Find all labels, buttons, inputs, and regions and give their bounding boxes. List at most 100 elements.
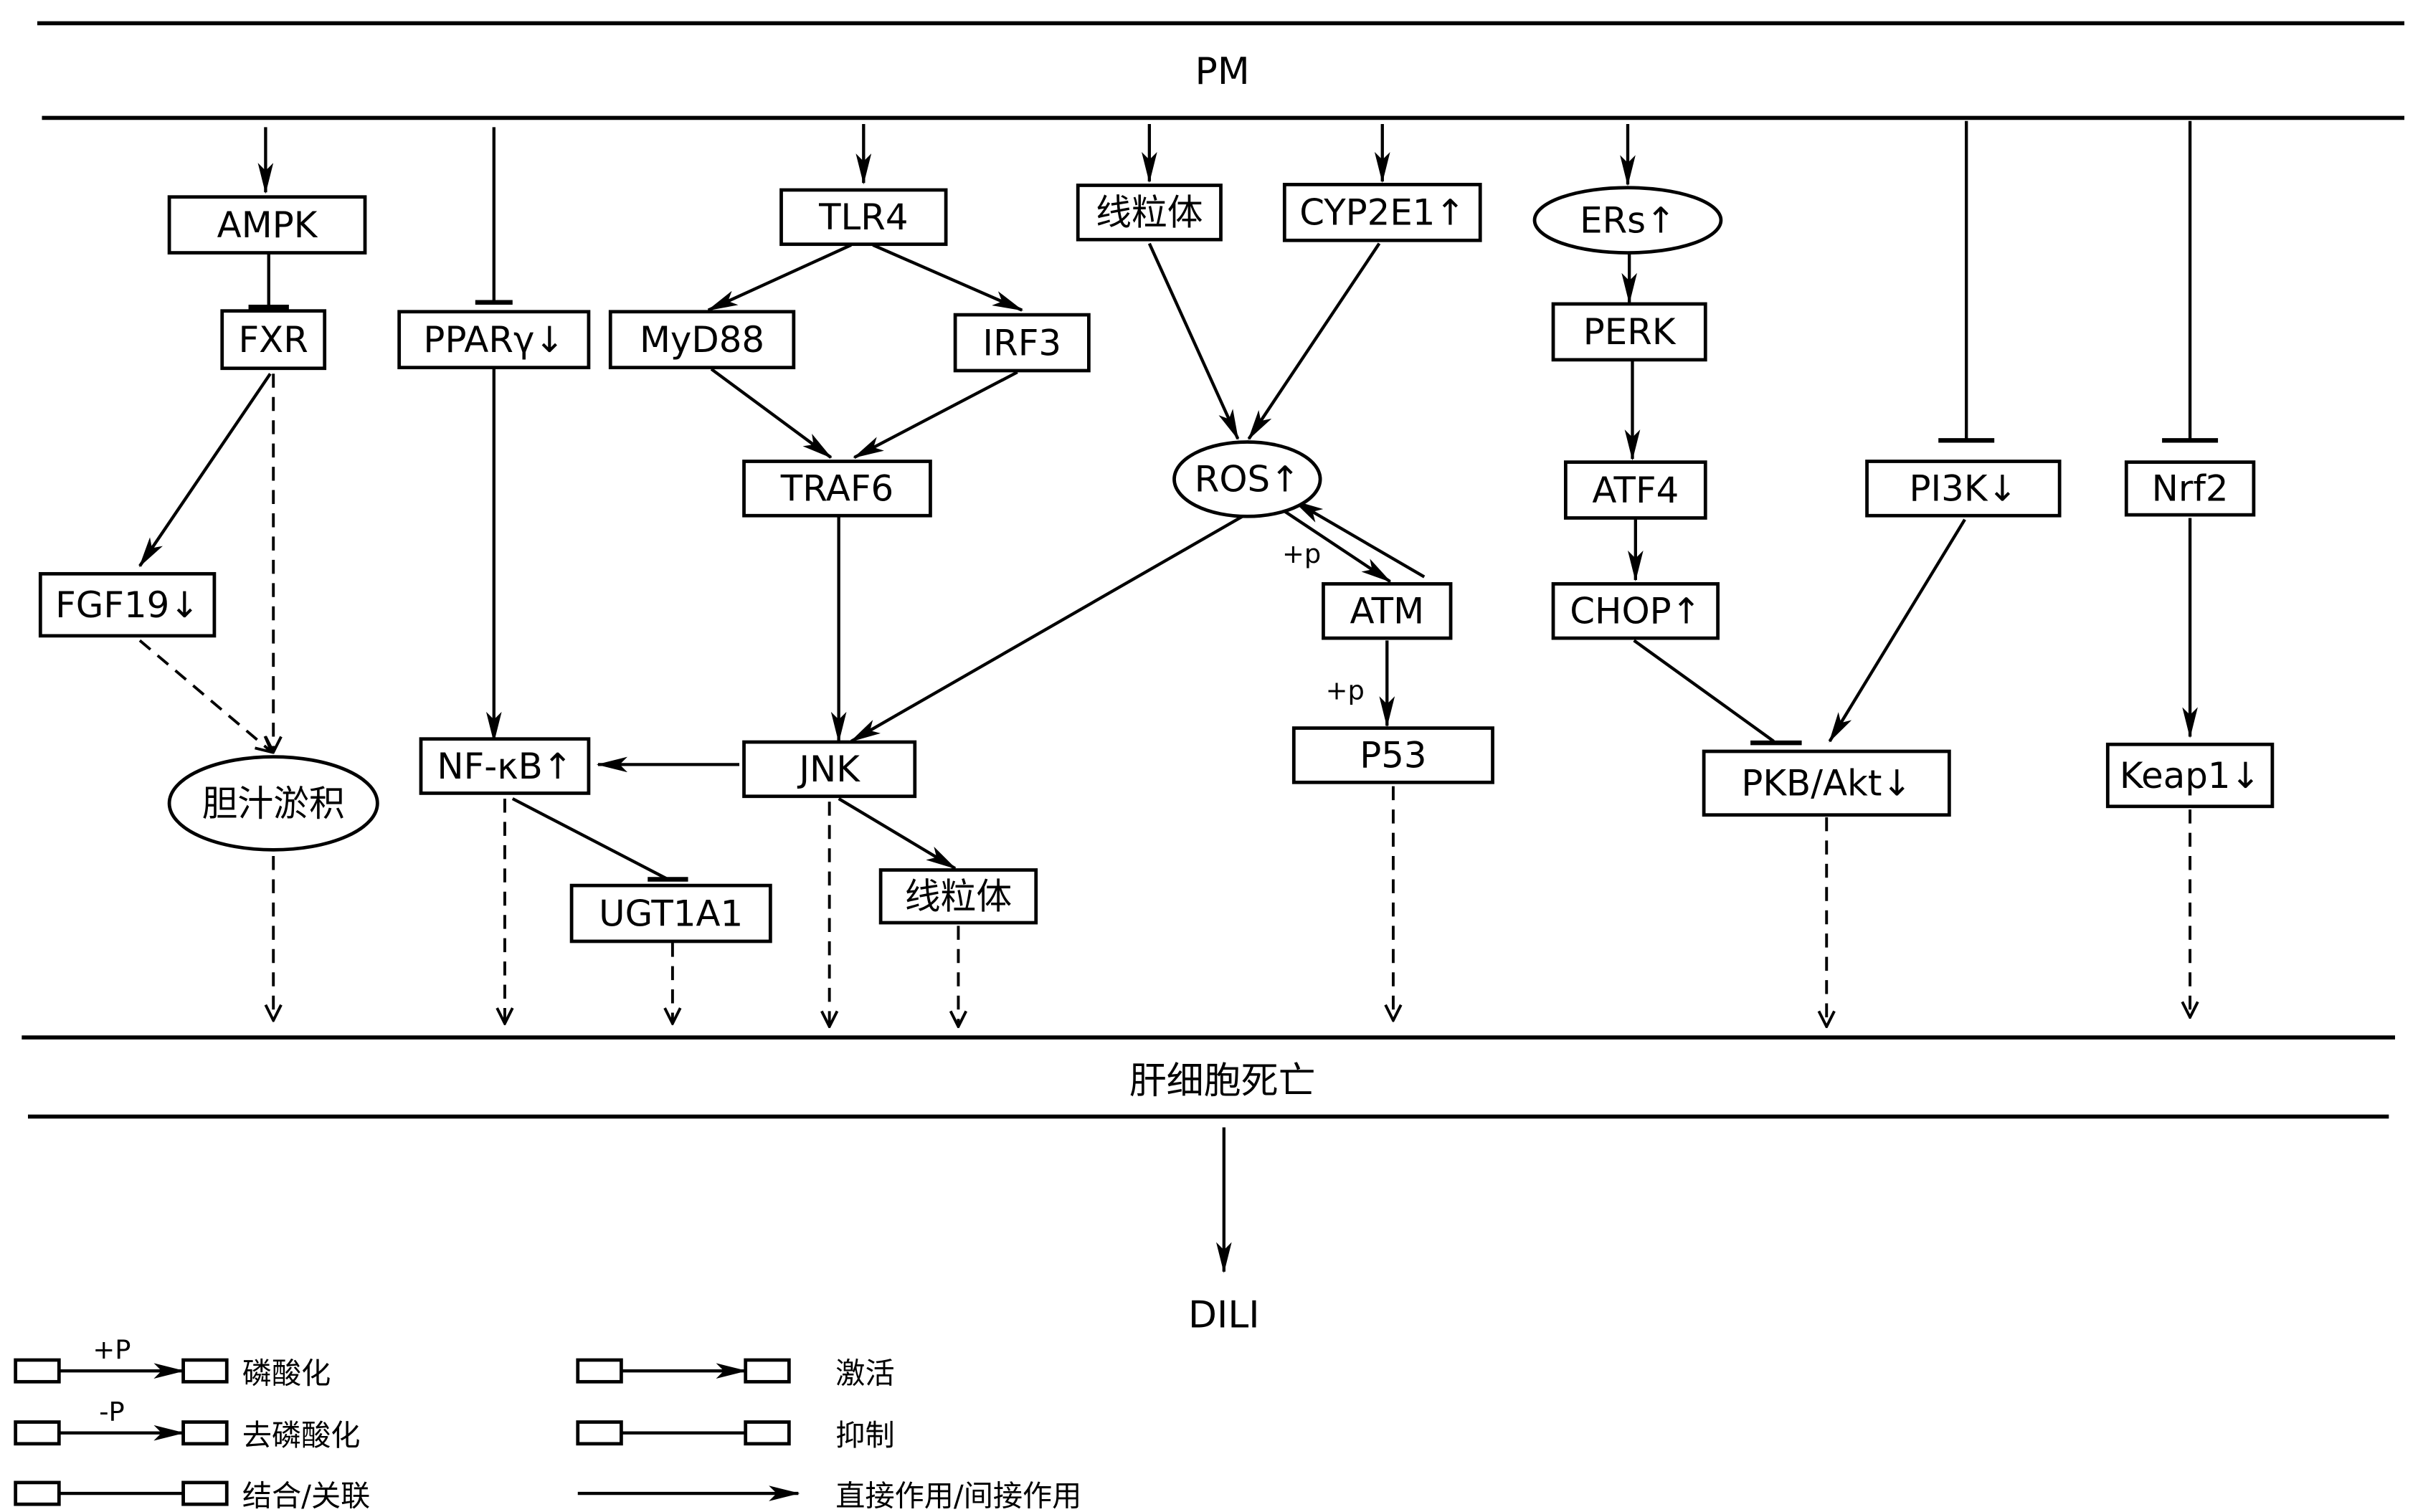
node-box — [742, 740, 917, 799]
legend-box-icon — [14, 1480, 61, 1506]
node-box — [1322, 582, 1453, 640]
edge-pi3k-pkb — [1828, 518, 1966, 743]
node-box — [1291, 726, 1494, 784]
legend-item-activation: 激活 — [576, 1356, 895, 1390]
legend-label: 抑制 — [835, 1418, 894, 1452]
legend-box-icon — [744, 1420, 791, 1446]
node-label: Nrf2 — [2152, 468, 2229, 510]
node-box — [953, 313, 1091, 373]
node-atf4: ATF4 — [1563, 460, 1707, 520]
node-ellipse — [1172, 440, 1322, 518]
node-label: ATF4 — [1592, 470, 1679, 511]
node-pi3k: PI3K↓ — [1865, 460, 2062, 518]
nodes: AMPKFXRFGF19↓胆汁淤积PPARγ↓NF-κB↑UGT1A1TLR4M… — [38, 183, 2275, 943]
node-fgf19: FGF19↓ — [38, 571, 217, 638]
node-label: PI3K↓ — [1909, 468, 2017, 510]
node-perk: PERK — [1551, 302, 1707, 362]
edge-tlr4-myd88 — [706, 243, 852, 312]
node-cholestasis: 胆汁淤积 — [167, 755, 379, 852]
legend-item-phosphorylation: +P 磷酸化 — [14, 1334, 331, 1390]
node-chop: CHOP↑ — [1551, 582, 1720, 640]
node-traf6: TRAF6 — [742, 460, 932, 518]
edge-ros-jnk — [850, 515, 1243, 743]
node-box — [1551, 302, 1707, 362]
node-irf3: IRF3 — [953, 313, 1091, 373]
node-label: PPARγ↓ — [423, 319, 564, 361]
legend-box-icon — [576, 1358, 623, 1384]
node-keap1: Keap1↓ — [2105, 742, 2275, 809]
legend-item-direct-indirect: 直接作用/间接作用 — [577, 1478, 1081, 1512]
node-label: IRF3 — [982, 322, 1061, 363]
edge-nfkb-ugt1a1 — [511, 797, 669, 881]
node-mito-top: 线粒体 — [1076, 184, 1223, 242]
legend-box-icon — [181, 1358, 229, 1384]
node-label: 线粒体 — [1096, 192, 1203, 234]
node-box — [1551, 582, 1720, 640]
legend-item-dephosphorylation: -P 去磷酸化 — [14, 1396, 361, 1452]
pm-label: PM — [1195, 50, 1250, 93]
edge-chop-pkb — [1633, 639, 1775, 743]
node-nrf2: Nrf2 — [2124, 460, 2256, 517]
legend-box-icon — [181, 1480, 229, 1506]
edge-irf3-traf6 — [853, 371, 1018, 460]
legend-box-icon — [14, 1420, 61, 1446]
node-mito-jnk: 线粒体 — [878, 868, 1038, 925]
node-label: FGF19↓ — [55, 584, 199, 626]
edge-fxr-fgf19 — [138, 373, 272, 568]
node-label: TRAF6 — [780, 468, 893, 510]
node-box — [2105, 742, 2275, 809]
node-tlr4: TLR4 — [779, 188, 948, 247]
node-ers: ERs↑ — [1532, 186, 1723, 255]
node-ppar: PPARγ↓ — [397, 310, 591, 370]
node-box — [2124, 460, 2256, 517]
node-label: 胆汁淤积 — [202, 783, 345, 824]
node-label: ROS↑ — [1195, 459, 1300, 500]
edge-label-atm-p53: +p — [1326, 675, 1365, 706]
node-label: PKB/Akt↓ — [1741, 763, 1912, 804]
cell-death-label: 肝细胞死亡 — [1129, 1060, 1316, 1103]
node-label: CYP2E1↑ — [1299, 192, 1465, 234]
node-label: Keap1↓ — [2120, 755, 2260, 797]
node-label: MyD88 — [640, 319, 764, 361]
node-ampk: AMPK — [167, 195, 367, 255]
node-box — [1865, 460, 2062, 518]
node-jnk: JNK — [742, 740, 917, 799]
node-box — [1563, 460, 1707, 520]
node-box — [397, 310, 591, 370]
edge-tlr4-irf3 — [872, 243, 1024, 312]
node-box — [569, 883, 772, 943]
edge-myd88-traf6 — [710, 368, 833, 459]
legend-box-icon — [14, 1358, 61, 1384]
node-box — [878, 868, 1038, 925]
node-cyp2e1: CYP2E1↑ — [1282, 183, 1482, 242]
node-box — [1282, 183, 1482, 242]
edge-atm-ros — [1292, 499, 1426, 579]
legend-box-icon — [576, 1420, 623, 1446]
node-fxr: FXR — [220, 309, 327, 371]
node-box — [742, 460, 932, 518]
node-box — [779, 188, 948, 247]
node-pkb: PKB/Akt↓ — [1702, 749, 1951, 817]
legend-mark: -P — [99, 1396, 124, 1427]
legend-item-inhibition: 抑制 — [576, 1418, 895, 1452]
legend-mark: +P — [93, 1334, 131, 1365]
node-label: AMPK — [217, 204, 318, 246]
node-box — [38, 571, 217, 638]
node-label: FXR — [239, 319, 308, 361]
node-box — [220, 309, 327, 371]
legend-label: 去磷酸化 — [242, 1418, 361, 1452]
node-p53: P53 — [1291, 726, 1494, 784]
node-box — [1076, 184, 1223, 242]
legend-label: 激活 — [835, 1356, 894, 1390]
node-atm: ATM — [1322, 582, 1453, 640]
legend-item-binding: 结合/关联 — [14, 1478, 370, 1512]
node-box — [1702, 749, 1951, 817]
legend-label: 结合/关联 — [242, 1478, 370, 1512]
legend-label: 磷酸化 — [242, 1356, 331, 1390]
edge-fgf19-cholestasis — [138, 639, 272, 752]
node-box — [419, 737, 591, 795]
node-label: P53 — [1360, 735, 1426, 776]
dili-label: DILI — [1188, 1294, 1260, 1337]
